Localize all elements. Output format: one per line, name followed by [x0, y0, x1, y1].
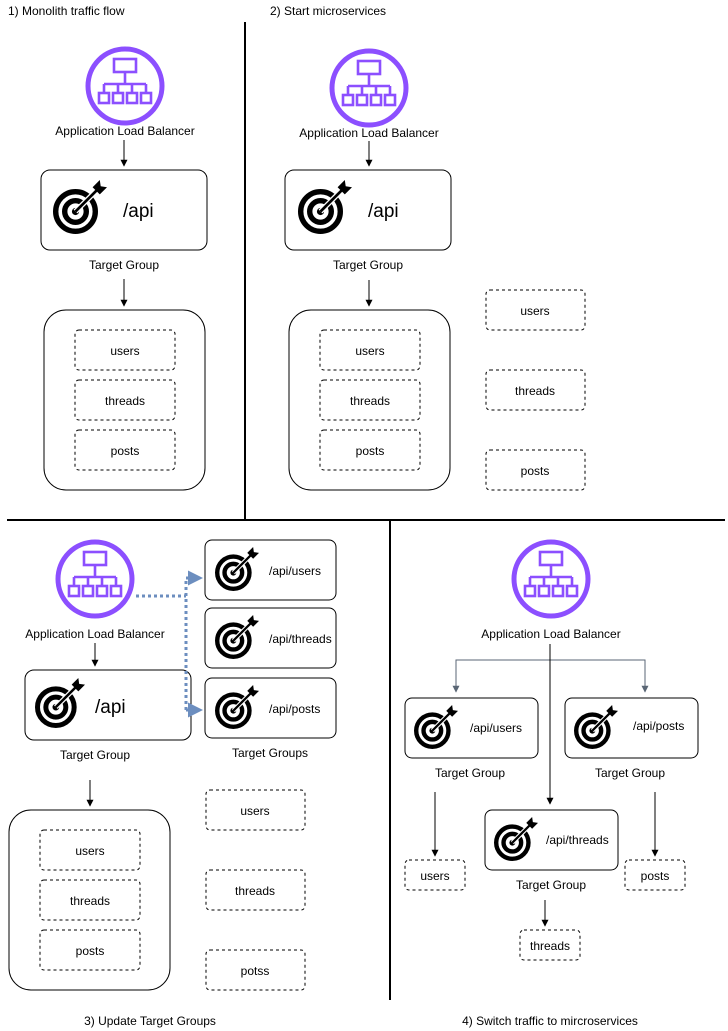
section-title-1: 1) Monolith traffic flow — [8, 4, 125, 18]
load-balancer-icon — [514, 542, 588, 616]
svg-text:posts: posts — [111, 444, 140, 458]
alb-label: Application Load Balancer — [25, 627, 164, 641]
svg-text:users: users — [355, 344, 384, 358]
svg-text:users: users — [110, 344, 139, 358]
alb-label: Application Load Balancer — [299, 126, 438, 140]
tg-label: Target Group — [333, 258, 403, 272]
microservice-threads — [205, 869, 306, 911]
tg-path: /api — [95, 697, 126, 718]
svg-text:posts: posts — [641, 869, 670, 883]
section-1: Application Load Balancer /api Target Gr… — [40, 49, 208, 491]
section-3: Application Load Balancer /api Target Gr… — [8, 539, 337, 991]
microservice-users — [205, 789, 306, 831]
microservice-threads — [519, 929, 581, 961]
tg-path-posts: /api/posts — [269, 702, 320, 716]
service-posts — [74, 429, 176, 471]
microservice-users — [485, 289, 586, 331]
section-title-2: 2) Start microservices — [270, 4, 386, 18]
microservice-users — [404, 859, 466, 891]
target-group-threads-box — [484, 809, 619, 871]
alb-label: Application Load Balancer — [481, 627, 620, 641]
svg-text:threads: threads — [70, 894, 110, 908]
svg-text:posts: posts — [356, 444, 385, 458]
svg-text:users: users — [75, 844, 104, 858]
section-4: Application Load Balancer /api/users Tar… — [404, 542, 699, 961]
svg-text:threads: threads — [105, 394, 145, 408]
tg-path-users: /api/users — [269, 564, 321, 578]
tg-path: /api — [368, 201, 399, 222]
tg-label-posts: Target Group — [595, 766, 665, 780]
svg-text:threads: threads — [530, 939, 570, 953]
service-users — [39, 829, 141, 871]
svg-text:threads: threads — [515, 384, 555, 398]
microservice-posts — [485, 449, 586, 491]
svg-text:users: users — [420, 869, 449, 883]
service-threads — [319, 379, 421, 421]
load-balancer-icon — [332, 51, 406, 125]
section-title-3: 3) Update Target Groups — [84, 1014, 216, 1028]
svg-text:users: users — [520, 304, 549, 318]
service-threads — [74, 379, 176, 421]
svg-text:potss: potss — [241, 964, 270, 978]
tg-path-threads: /api/threads — [546, 833, 609, 847]
service-users — [319, 329, 421, 371]
svg-text:users: users — [240, 804, 269, 818]
load-balancer-icon — [58, 542, 132, 616]
tg-label-users: Target Group — [435, 766, 505, 780]
svg-text:posts: posts — [76, 944, 105, 958]
svg-text:threads: threads — [350, 394, 390, 408]
tg-label: Target Group — [60, 748, 130, 762]
microservice-threads — [485, 369, 586, 411]
tg-path-posts: /api/posts — [633, 719, 684, 733]
tg-path: /api — [123, 201, 154, 222]
section-title-4: 4) Switch traffic to mircroservices — [462, 1014, 638, 1028]
svg-text:posts: posts — [521, 464, 550, 478]
microservice-potss — [205, 949, 306, 991]
service-users — [74, 329, 176, 371]
tg-label: Target Group — [89, 258, 159, 272]
service-posts — [39, 929, 141, 971]
target-groups-label: Target Groups — [232, 746, 308, 760]
svg-text:threads: threads — [235, 884, 275, 898]
service-threads — [39, 879, 141, 921]
target-group-users-box — [404, 697, 539, 759]
service-posts — [319, 429, 421, 471]
target-group-posts-box — [564, 697, 699, 759]
tg-path-threads: /api/threads — [269, 632, 332, 646]
section-2: Application Load Balancer /api Target Gr… — [284, 51, 586, 491]
alb-label: Application Load Balancer — [55, 124, 194, 138]
microservice-posts — [624, 859, 686, 891]
tg-label-threads: Target Group — [516, 878, 586, 892]
tg-path-users: /api/users — [470, 721, 522, 735]
load-balancer-icon — [88, 49, 162, 123]
